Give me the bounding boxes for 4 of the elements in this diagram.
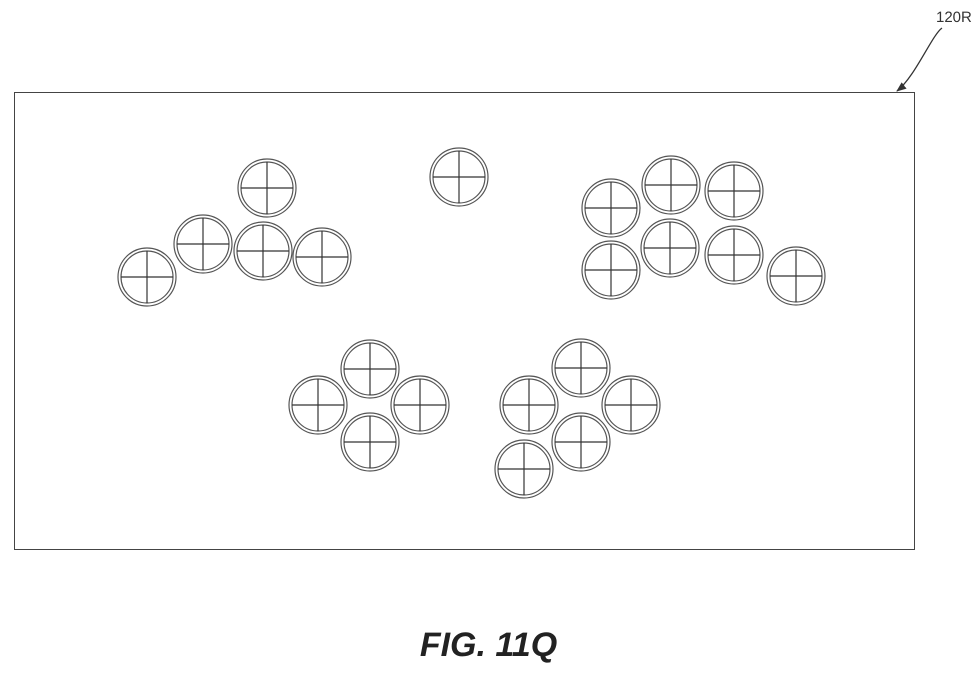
figure-caption: FIG. 11Q	[418, 626, 558, 665]
leader-arrow	[896, 28, 942, 92]
panel-outline	[14, 92, 915, 550]
reference-numeral: 120R	[936, 9, 972, 27]
